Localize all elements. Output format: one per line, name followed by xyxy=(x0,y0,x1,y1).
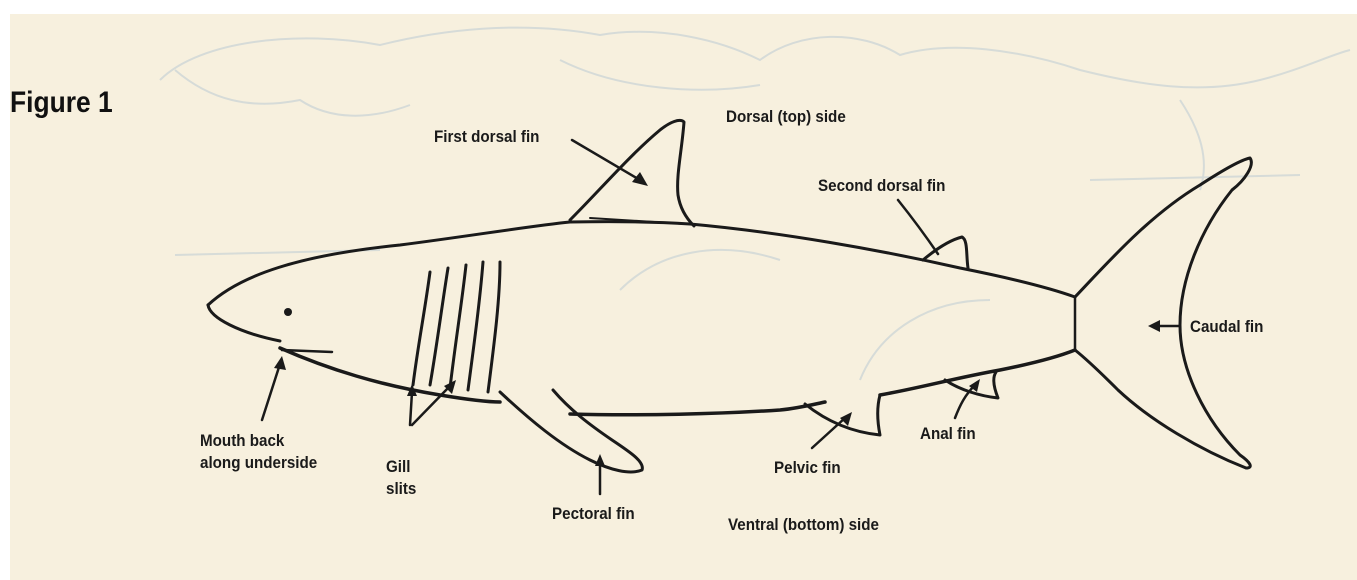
label-ventral-side: Ventral (bottom) side xyxy=(728,514,879,536)
figure-title: Figure 1 xyxy=(10,86,113,120)
pectoral-fin-shape xyxy=(500,390,642,472)
shark-upper-outline xyxy=(208,222,1075,305)
label-pelvic-fin: Pelvic fin xyxy=(774,457,841,479)
gill-slit xyxy=(430,268,448,385)
pelvic-leader xyxy=(812,418,845,448)
second-dorsal-leader xyxy=(898,200,938,254)
label-mouth-line2: along underside xyxy=(200,452,317,474)
shark-belly-outline xyxy=(280,348,500,402)
label-pectoral-fin: Pectoral fin xyxy=(552,503,635,525)
caudal-fin-shape xyxy=(1075,158,1251,468)
first-dorsal-fin-shape xyxy=(570,120,694,226)
shark-body xyxy=(208,120,1251,472)
pectoral-arrowhead xyxy=(595,454,605,466)
label-mouth: Mouth back along underside xyxy=(200,430,327,474)
label-caudal-fin: Caudal fin xyxy=(1190,316,1263,338)
shark-eye xyxy=(284,308,292,316)
label-first-dorsal-fin: First dorsal fin xyxy=(434,126,539,148)
pelvic-arrowhead xyxy=(840,412,852,426)
mouth-leader xyxy=(262,364,280,420)
gill-leader xyxy=(410,392,412,425)
label-dorsal-side: Dorsal (top) side xyxy=(726,106,846,128)
label-mouth-line1: Mouth back xyxy=(200,430,317,452)
label-gill-slits: Gill slits xyxy=(386,456,419,500)
shark-snout xyxy=(208,305,280,341)
gill-slit xyxy=(450,265,466,388)
mouth-arrowhead xyxy=(274,356,286,370)
gill-slit xyxy=(413,272,430,385)
label-gill-line1: Gill xyxy=(386,456,416,478)
leader-lines xyxy=(262,140,1180,494)
label-gill-line2: slits xyxy=(386,478,416,500)
first-dorsal-arrowhead xyxy=(632,172,648,186)
caudal-arrowhead xyxy=(1148,320,1160,332)
gill-slit xyxy=(468,262,483,390)
label-anal-fin: Anal fin xyxy=(920,423,976,445)
label-second-dorsal-fin: Second dorsal fin xyxy=(818,175,945,197)
pelvic-fin-shape xyxy=(805,395,880,435)
gill-slit xyxy=(488,262,500,392)
